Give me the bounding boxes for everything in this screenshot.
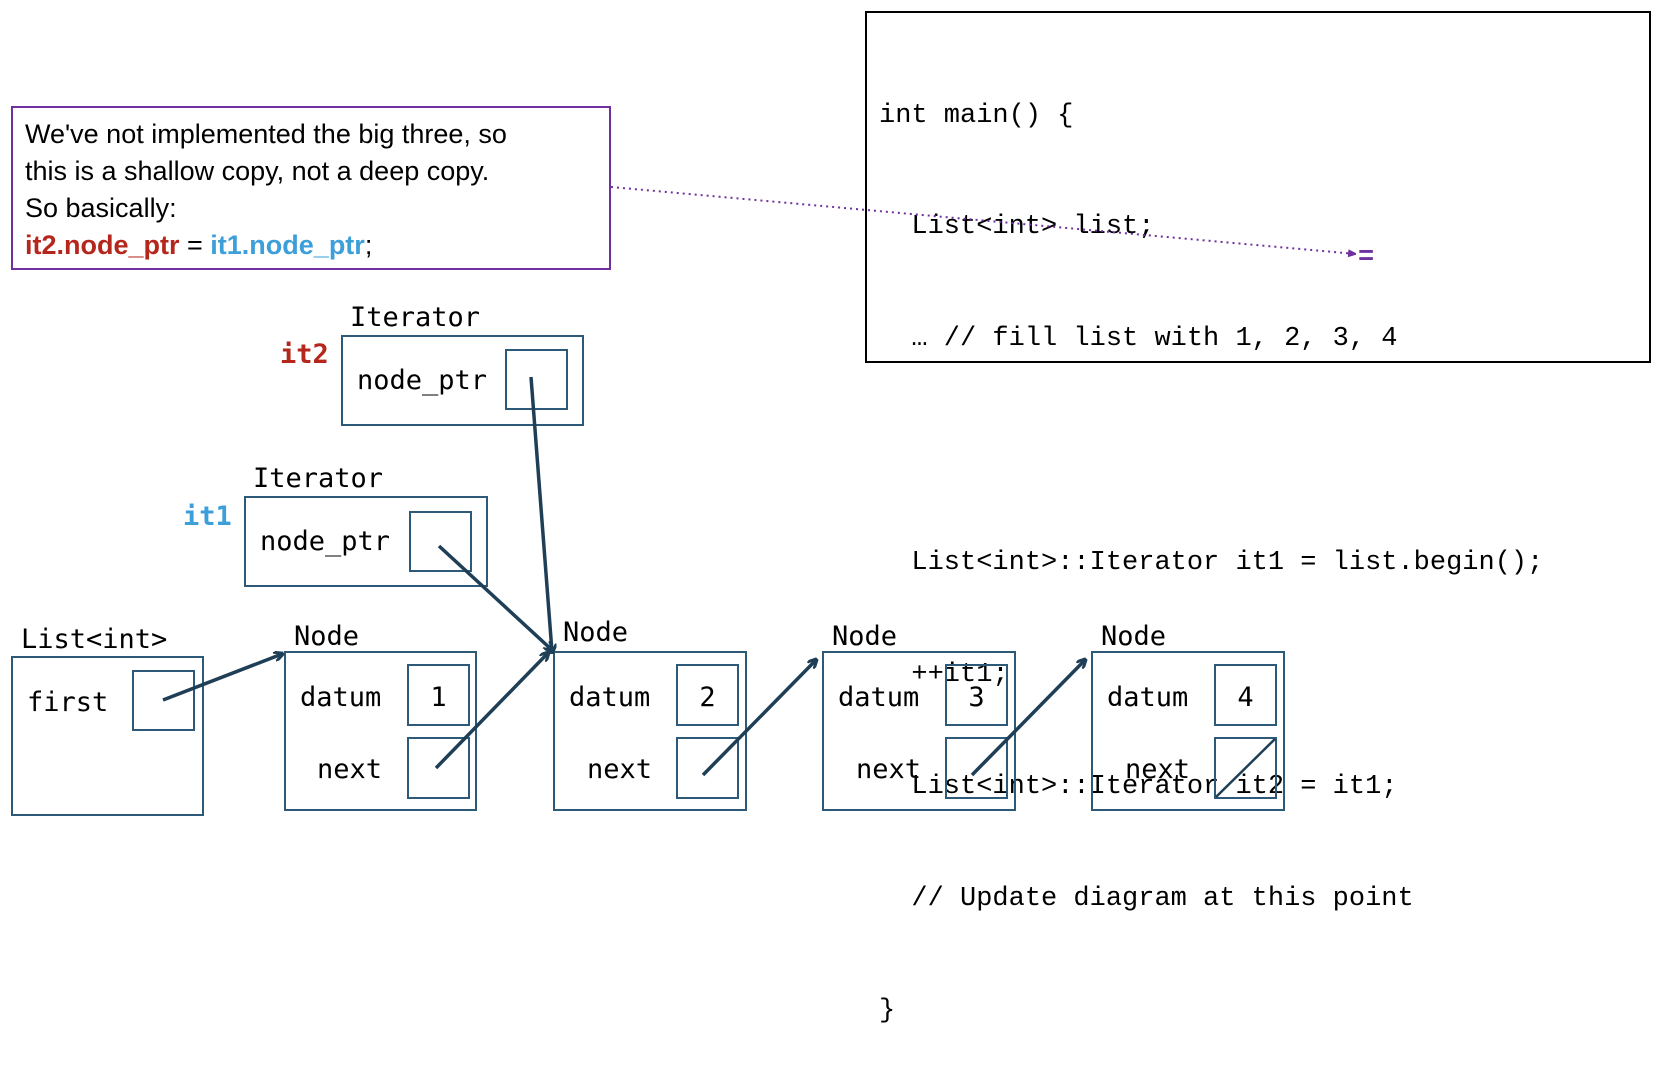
code-line-4 [879,433,1637,470]
note-line-2: this is a shallow copy, not a deep copy. [25,156,490,186]
it2-field-label: node_ptr [357,365,488,396]
code-line-2: List<int> list; [879,212,1155,243]
node-1-next-label: next [317,754,383,785]
explanation-note: We've not implemented the big three, so … [11,106,611,270]
it2-var-label: it2 [280,339,329,370]
node-4-type-label: Node [1101,621,1167,652]
note-line-4: it2.node_ptr = it1.node_ptr; [25,227,597,264]
node-1-type-label: Node [294,621,360,652]
it2-type-label: Iterator [350,302,481,333]
node-2-type-label: Node [563,617,629,648]
note-line-1: We've not implemented the big three, so [25,119,507,149]
list-type-label: List<int> [21,624,168,655]
list-first-label: first [27,687,109,718]
node-2-next-label: next [587,754,653,785]
node-3-type-label: Node [832,621,898,652]
node-3-datum-label: datum [838,682,920,713]
it1-field-label: node_ptr [260,526,391,557]
note-equals: = [179,230,211,260]
node-4-datum-slot [1214,664,1277,726]
code-line-5: List<int>::Iterator it1 = list.begin(); [879,548,1544,579]
list-first-slot [132,670,195,731]
code-line-3: … // fill list with 1, 2, 3, 4 [879,324,1398,355]
it1-var-label: it1 [183,501,232,532]
it2-node-ptr-slot [505,349,568,410]
node-1-next-slot [407,737,470,799]
code-line-7: List<int>::Iterator it2 = it1; [879,771,1398,802]
it1-box [244,496,488,587]
list-box [11,656,204,816]
node-2-datum-label: datum [569,682,651,713]
note-it2-expr: it2.node_ptr [25,230,180,260]
node-3-next-slot [945,737,1008,799]
node-2-next-slot [676,737,739,799]
node-1-datum-value: 1 [430,682,447,713]
it1-type-label: Iterator [253,463,384,494]
code-block: int main() { List<int> list; … // fill l… [865,11,1651,1026]
node-3-datum-value: 3 [968,682,985,713]
node-3-next-label: next [856,754,922,785]
node-4-box [1091,651,1285,811]
note-semicolon: ; [364,230,373,260]
node-4-next-label: next [1125,754,1191,785]
node-1-datum-label: datum [300,682,382,713]
node-2-datum-value: 2 [699,682,716,713]
note-line-3: So basically: [25,193,177,223]
code-line-9: } [879,995,896,1026]
it1-node-ptr-slot [409,511,472,572]
code-line-1: int main() { [879,100,1074,131]
node-4-datum-label: datum [1107,682,1189,713]
node-4-datum-value: 4 [1237,682,1254,713]
code-line-8: // Update diagram at this point [879,883,1414,914]
node-4-next-slot [1214,737,1277,799]
it2-box [341,335,584,426]
note-it1-expr: it1.node_ptr [210,230,365,260]
